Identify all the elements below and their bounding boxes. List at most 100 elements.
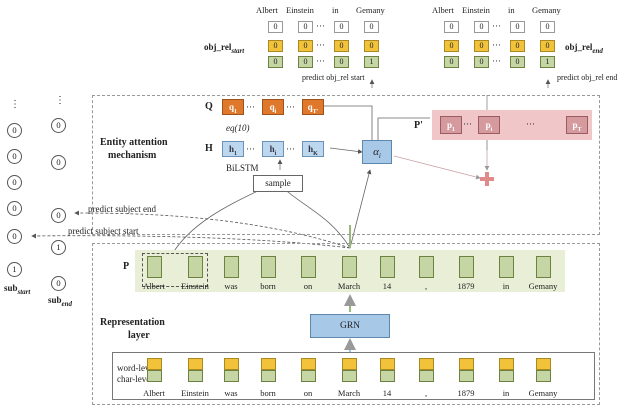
cell-subscript: 1 — [452, 126, 455, 133]
sub-end-circle: 0 — [51, 276, 66, 291]
p-token-vector — [147, 256, 162, 278]
alpha-to-plus — [393, 155, 481, 180]
entity-attention-title-1: Entity attention — [100, 137, 168, 148]
char-level-vector — [499, 370, 514, 382]
top-word-label: Einstein — [286, 5, 314, 15]
plus-icon — [480, 172, 494, 186]
p-token-vector — [188, 256, 203, 278]
obj-rel-cell: 0 — [334, 56, 349, 68]
input-token-word: March — [337, 388, 361, 398]
arrow-predict-subject-end — [74, 210, 351, 249]
sub-start-circle: 0 — [7, 201, 22, 216]
word-level-vector — [380, 358, 395, 370]
p-token-vector — [459, 256, 474, 278]
word-level-vector — [188, 358, 203, 370]
ellipsis: ··· — [246, 144, 255, 154]
obj-rel-cell: 0 — [334, 40, 349, 52]
sample-label: sample — [265, 178, 291, 188]
p-token-word: , — [424, 281, 428, 291]
p-label: P — [123, 261, 130, 272]
ellipsis: ··· — [463, 119, 472, 129]
char-level-vector — [459, 370, 474, 382]
word-level-vector — [459, 358, 474, 370]
obj-rel-start-subscript: start — [231, 46, 245, 55]
input-token-word: in — [502, 388, 510, 398]
obj-rel-cell: 1 — [364, 56, 379, 68]
sample-box: sample — [253, 175, 303, 192]
ellipsis: ··· — [492, 40, 501, 50]
top-word-label: Albert — [432, 5, 454, 15]
matrix-cell: h1 — [222, 141, 244, 157]
char-level-vector — [261, 370, 276, 382]
q-label: Q — [205, 101, 213, 112]
obj-rel-cell: 0 — [364, 21, 379, 33]
obj-rel-cell: 0 — [268, 56, 283, 68]
top-word-label: Gemany — [356, 5, 385, 15]
input-token-word: Einstein — [181, 388, 209, 398]
sub-end-circle: 1 — [51, 240, 66, 255]
cell-subscript: 1 — [234, 108, 237, 115]
input-token-word: , — [424, 388, 428, 398]
alpha-to-pprime — [377, 117, 430, 140]
cell-subscript: 1 — [234, 150, 237, 157]
ellipsis: ··· — [316, 56, 325, 66]
input-token-word: Albert — [143, 388, 165, 398]
p-token-word: born — [260, 281, 276, 291]
matrix-cell: p1 — [440, 116, 462, 134]
char-level-vector — [380, 370, 395, 382]
char-level-label: char-level — [117, 374, 153, 384]
matrix-cell: q1 — [222, 99, 244, 115]
ellipsis: ··· — [316, 21, 325, 31]
char-level-vector — [224, 370, 239, 382]
input-token-word: 14 — [382, 388, 392, 398]
p-token-word: in — [502, 281, 510, 291]
char-level-vector — [301, 370, 316, 382]
cell-subscript: T' — [312, 108, 319, 115]
input-token-word: born — [260, 388, 276, 398]
obj-rel-cell: 0 — [298, 56, 313, 68]
word-level-vector — [342, 358, 357, 370]
vertical-ellipsis: ⋮ — [55, 95, 65, 106]
obj-rel-end-label: obj_relend — [565, 42, 603, 55]
representation-box — [92, 243, 600, 405]
representation-title-1: Representation — [100, 317, 165, 328]
input-token-word: Gemany — [528, 388, 558, 398]
matrix-cell: pT — [566, 116, 588, 134]
arrow-to-alpha — [349, 169, 372, 249]
input-token-word: on — [303, 388, 313, 398]
obj-rel-cell: 0 — [334, 21, 349, 33]
word-level-vector — [419, 358, 434, 370]
char-level-vector — [342, 370, 357, 382]
ellipsis: ··· — [286, 144, 295, 154]
input-token-word: was — [224, 388, 238, 398]
obj-rel-cell: 0 — [510, 21, 525, 33]
p-token-word: Albert — [143, 281, 165, 291]
cell-subscript: K — [313, 150, 318, 157]
p-token-word: on — [303, 281, 313, 291]
grn-label: GRN — [339, 321, 361, 331]
char-level-vector — [536, 370, 551, 382]
obj-rel-cell: 0 — [540, 40, 555, 52]
p-token-word: Einstein — [181, 281, 209, 291]
predict-subject-end-label: predict subject end — [88, 204, 156, 214]
obj-rel-cell: 0 — [474, 56, 489, 68]
predict-subject-start-label: predict subject start — [68, 226, 139, 236]
p-token-vector — [380, 256, 395, 278]
char-level-vector — [419, 370, 434, 382]
word-level-vector — [261, 358, 276, 370]
obj-rel-cell: 0 — [510, 56, 525, 68]
top-word-label: in — [508, 5, 515, 15]
entity-attention-box — [92, 95, 600, 235]
bilstm-label: BiLSTM — [226, 163, 259, 173]
char-level-vector — [188, 370, 203, 382]
cell-subscript: i — [274, 108, 277, 115]
ellipsis: ··· — [286, 102, 295, 112]
h-label: H — [205, 143, 213, 154]
obj-rel-start-label: obj_relstart — [204, 42, 245, 55]
matrix-cell: hi — [262, 141, 284, 157]
word-level-vector — [536, 358, 551, 370]
ellipsis: ··· — [316, 40, 325, 50]
obj-rel-cell: 0 — [474, 21, 489, 33]
sub-end-label: subend — [48, 295, 73, 308]
